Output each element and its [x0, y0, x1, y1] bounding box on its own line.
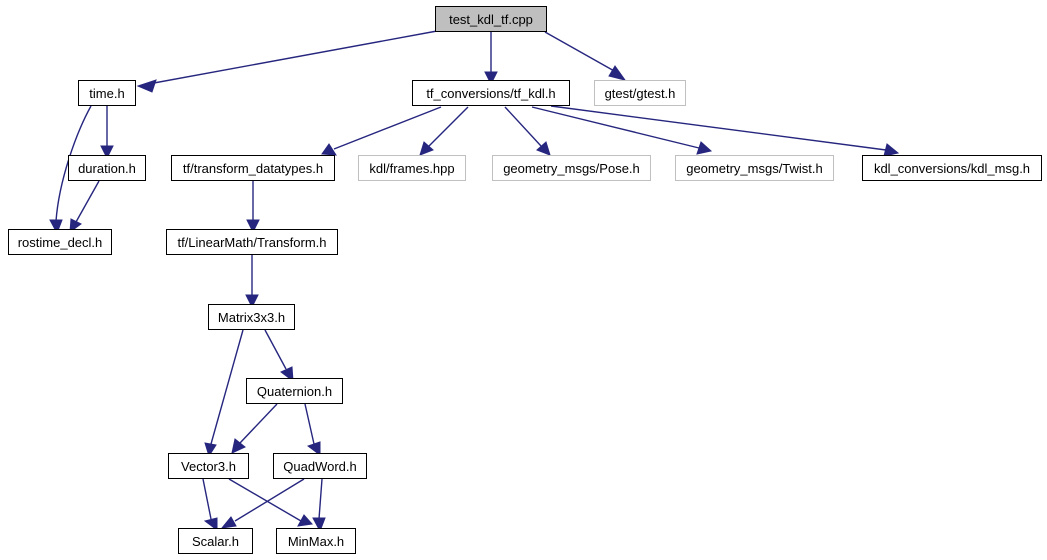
- edge-tf_kdl-to-geometry_pose: [504, 106, 542, 147]
- edge-vector3-to-scalar: [202, 478, 212, 520]
- arrowhead-quaternion-to-vector3: [231, 438, 246, 454]
- graph-node-label: tf_conversions/tf_kdl.h: [426, 85, 556, 101]
- graph-node-test_kdl_tf[interactable]: test_kdl_tf.cpp: [435, 6, 547, 32]
- arrowhead-tf_kdl-to-geometry_pose: [536, 141, 551, 156]
- arrowhead-tf_kdl-to-kdl_msg: [883, 143, 900, 157]
- arrowhead-matrix3x3-to-quaternion: [280, 366, 294, 383]
- graph-node-geometry_twist[interactable]: geometry_msgs/Twist.h: [675, 155, 834, 181]
- graph-node-gtest[interactable]: gtest/gtest.h: [594, 80, 686, 106]
- graph-node-label: duration.h: [78, 160, 136, 176]
- graph-node-label: test_kdl_tf.cpp: [449, 11, 533, 27]
- graph-node-minmax[interactable]: MinMax.h: [276, 528, 356, 554]
- arrowhead-matrix3x3-to-vector3: [204, 442, 217, 458]
- edge-tf_kdl-to-transform_datatypes: [333, 106, 442, 150]
- graph-node-label: Vector3.h: [181, 458, 236, 474]
- arrowhead-test_kdl_tf-to-time: [136, 79, 157, 93]
- graph-node-quadword[interactable]: QuadWord.h: [273, 453, 367, 479]
- arrowhead-tf_kdl-to-transform_datatypes: [321, 143, 337, 156]
- arrowhead-linearmath_transform-to-matrix3x3: [245, 294, 259, 309]
- edge-test_kdl_tf-to-gtest: [544, 31, 617, 73]
- graph-node-rostime_decl[interactable]: rostime_decl.h: [8, 229, 112, 255]
- edge-test_kdl_tf-to-time: [142, 30, 438, 86]
- graph-node-label: QuadWord.h: [283, 458, 357, 474]
- graph-node-label: geometry_msgs/Pose.h: [503, 160, 640, 176]
- graph-node-kdl_frames[interactable]: kdl/frames.hpp: [358, 155, 466, 181]
- graph-node-label: geometry_msgs/Twist.h: [686, 160, 823, 176]
- arrowhead-quaternion-to-quadword: [306, 441, 321, 456]
- graph-node-transform_datatypes[interactable]: tf/transform_datatypes.h: [171, 155, 335, 181]
- arrowhead-tf_kdl-to-kdl_frames: [419, 141, 434, 156]
- edge-tf_kdl-to-kdl_msg: [550, 105, 887, 151]
- edge-matrix3x3-to-vector3: [210, 329, 244, 445]
- edge-quaternion-to-vector3: [239, 403, 278, 444]
- graph-node-label: gtest/gtest.h: [604, 85, 676, 101]
- graph-node-label: tf/LinearMath/Transform.h: [177, 234, 327, 250]
- edge-duration-to-rostime_decl: [75, 180, 100, 223]
- arrowhead-time-to-rostime_decl: [49, 219, 63, 235]
- edge-group: [49, 30, 900, 533]
- graph-node-label: kdl_conversions/kdl_msg.h: [873, 160, 1031, 176]
- graph-node-duration[interactable]: duration.h: [68, 155, 146, 181]
- graph-node-geometry_pose[interactable]: geometry_msgs/Pose.h: [492, 155, 651, 181]
- edge-quadword-to-minmax: [318, 478, 323, 520]
- edge-quaternion-to-quadword: [304, 403, 315, 445]
- edge-matrix3x3-to-quaternion: [264, 329, 287, 370]
- edge-tf_kdl-to-kdl_frames: [428, 106, 469, 147]
- arrowhead-tf_kdl-to-geometry_twist: [696, 141, 713, 155]
- graph-node-scalar[interactable]: Scalar.h: [178, 528, 253, 554]
- edge-quadword-to-scalar: [234, 478, 305, 522]
- arrowhead-vector3-to-scalar: [203, 517, 218, 531]
- graph-node-label: Quaternion.h: [256, 383, 333, 399]
- graph-node-label: rostime_decl.h: [17, 234, 103, 250]
- graph-node-label: Scalar.h: [192, 533, 239, 549]
- arrowhead-test_kdl_tf-to-gtest: [608, 65, 627, 81]
- edge-tf_kdl-to-geometry_twist: [531, 106, 700, 149]
- graph-node-quaternion[interactable]: Quaternion.h: [246, 378, 343, 404]
- graph-node-label: Matrix3x3.h: [217, 309, 286, 325]
- graph-node-label: MinMax.h: [287, 533, 345, 549]
- graph-node-matrix3x3[interactable]: Matrix3x3.h: [208, 304, 295, 330]
- arrowhead-time-to-duration: [100, 145, 114, 160]
- graph-node-label: tf/transform_datatypes.h: [182, 160, 324, 176]
- arrowhead-vector3-to-minmax: [297, 514, 313, 527]
- graph-node-tf_kdl[interactable]: tf_conversions/tf_kdl.h: [412, 80, 570, 106]
- arrowhead-test_kdl_tf-to-tf_kdl: [484, 71, 498, 86]
- edge-vector3-to-minmax: [228, 478, 302, 522]
- arrowhead-quadword-to-scalar: [220, 516, 237, 529]
- arrowhead-duration-to-rostime_decl: [69, 218, 82, 234]
- graph-node-vector3[interactable]: Vector3.h: [168, 453, 249, 479]
- graph-node-time[interactable]: time.h: [78, 80, 136, 106]
- graph-node-label: time.h: [89, 85, 125, 101]
- arrowhead-transform_datatypes-to-linearmath_transform: [246, 219, 260, 234]
- graph-node-linearmath_transform[interactable]: tf/LinearMath/Transform.h: [166, 229, 338, 255]
- arrowhead-quadword-to-minmax: [312, 517, 326, 533]
- graph-node-kdl_msg[interactable]: kdl_conversions/kdl_msg.h: [862, 155, 1042, 181]
- graph-node-label: kdl/frames.hpp: [369, 160, 455, 176]
